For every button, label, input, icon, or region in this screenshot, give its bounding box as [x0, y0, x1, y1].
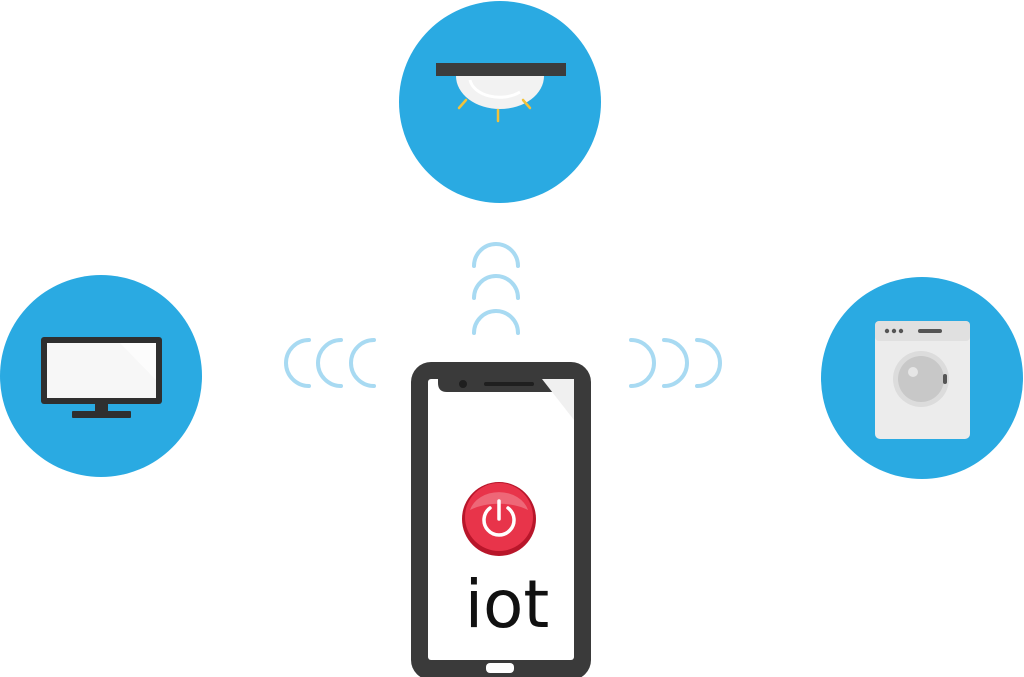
monitor-icon [41, 337, 162, 418]
app-label: iot [465, 566, 550, 643]
washing-machine-device [821, 277, 1023, 479]
signal-waves-top [472, 242, 520, 335]
power-icon [482, 499, 516, 537]
lamp-device [399, 1, 601, 203]
signal-waves-right [629, 338, 722, 388]
lamp-icon [436, 63, 566, 123]
washing-machine-icon [875, 321, 970, 439]
power-button[interactable] [462, 482, 536, 556]
signal-waves-left [284, 338, 376, 388]
monitor-device [0, 275, 202, 477]
